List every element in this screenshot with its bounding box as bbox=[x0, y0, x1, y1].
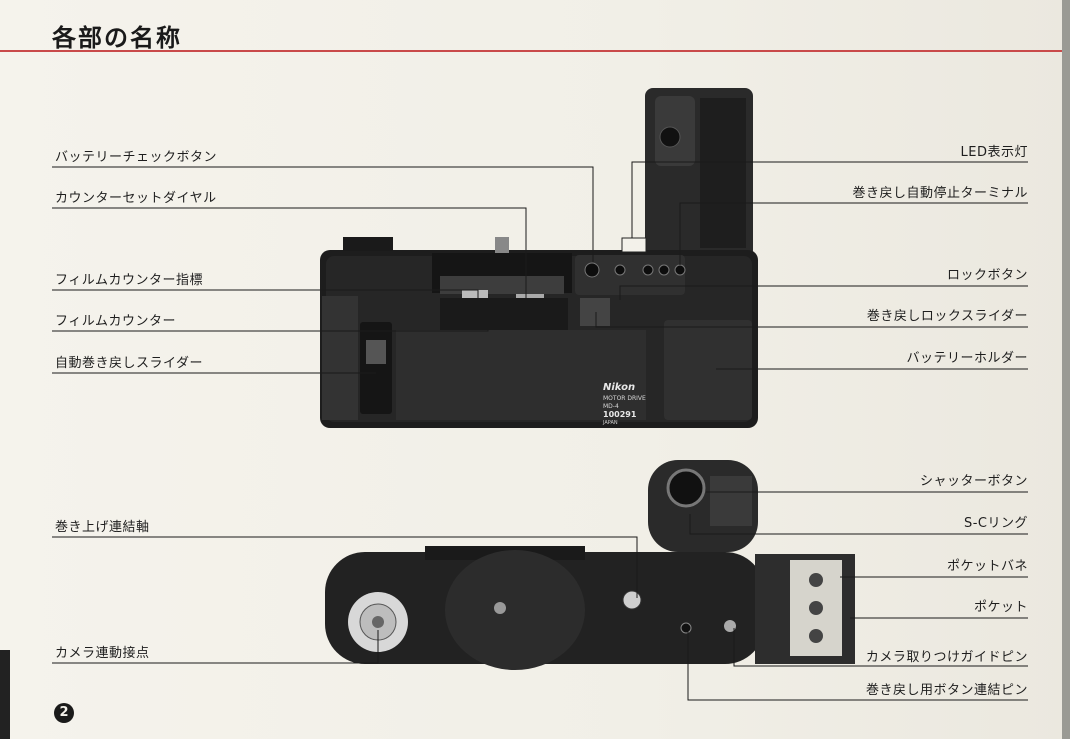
label-counter-set-dial: カウンターセットダイヤル bbox=[55, 191, 217, 206]
label-shutter-button: シャッターボタン bbox=[919, 474, 1028, 489]
battery-holder bbox=[664, 320, 752, 420]
label-battery-holder: バッテリーホルダー bbox=[906, 351, 1028, 366]
svg-text:MOTOR DRIVE: MOTOR DRIVE bbox=[603, 395, 646, 402]
label-rewind-lock-slider: 巻き戻しロックスライダー bbox=[866, 309, 1028, 324]
label-film-counter-index: フィルムカウンター指標 bbox=[55, 273, 203, 288]
nikon-badge: Nikon MOTOR DRIVE MD-4 100291 JAPAN bbox=[602, 382, 646, 426]
page-edge bbox=[1062, 0, 1070, 739]
svg-text:Nikon: Nikon bbox=[603, 382, 635, 393]
label-lock-button: ロックボタン bbox=[946, 268, 1028, 283]
title-divider bbox=[0, 50, 1062, 52]
label-sc-ring: S-Cリング bbox=[963, 516, 1028, 531]
label-camera-contacts: カメラ連動接点 bbox=[55, 646, 150, 661]
motor-drive-back-view: Nikon MOTOR DRIVE MD-4 100291 JAPAN bbox=[320, 88, 758, 428]
leather-panel bbox=[396, 330, 646, 420]
label-pocket: ポケット bbox=[973, 600, 1028, 615]
label-battery-check-button: バッテリーチェックボタン bbox=[55, 150, 218, 165]
label-pocket-spring: ポケットバネ bbox=[946, 559, 1028, 574]
auto-rewind-slider bbox=[360, 322, 392, 414]
label-auto-rewind-slider: 自動巻き戻しスライダー bbox=[55, 356, 203, 371]
label-wind-coupling-shaft: 巻き上げ連結軸 bbox=[55, 520, 150, 535]
motor-drive-bottom-view bbox=[325, 460, 855, 670]
svg-text:JAPAN: JAPAN bbox=[602, 420, 618, 426]
label-rewind-auto-stop-terminal: 巻き戻し自動停止ターミナル bbox=[852, 186, 1028, 201]
label-film-counter: フィルムカウンター bbox=[55, 314, 176, 329]
svg-text:MD-4: MD-4 bbox=[603, 403, 619, 410]
page-title: 各部の名称 bbox=[52, 24, 182, 52]
label-rewind-button-coupling-pin: 巻き戻し用ボタン連結ピン bbox=[865, 683, 1028, 698]
svg-text:100291: 100291 bbox=[603, 410, 637, 419]
label-camera-guide-pin: カメラ取りつけガイドピン bbox=[865, 650, 1028, 665]
leader-lines bbox=[52, 161, 1028, 701]
label-led-indicator: LED表示灯 bbox=[960, 145, 1028, 160]
page-corner-shadow bbox=[0, 650, 10, 739]
page-number: 2 bbox=[54, 703, 74, 723]
